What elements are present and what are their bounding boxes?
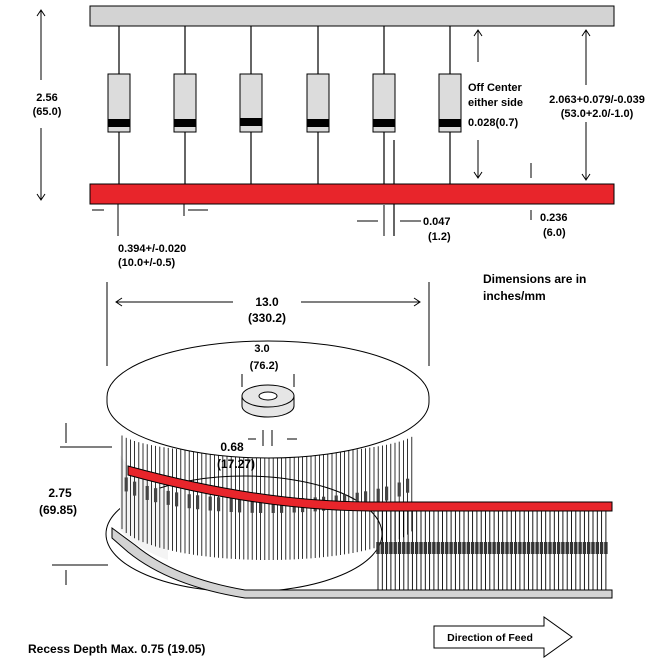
upper-flange-edge (106, 397, 430, 459)
reel-width-mm: (69.85) (39, 503, 77, 517)
body-spacing-dimension: 2.063+0.079/-0.039 (53.0+2.0/-1.0) (549, 29, 645, 181)
component-body (306, 73, 330, 133)
pitch-dimension: 0.394+/-0.020 (10.0+/-0.5) (92, 204, 208, 269)
off-center-line3: 0.028(0.7) (468, 117, 518, 129)
component (306, 26, 330, 184)
component (239, 26, 263, 184)
hub-dimension: 3.0 (76.2) (241, 343, 295, 387)
arbor-dimension: 0.68 (17.27) (217, 430, 297, 471)
tape-section: 2.56 (65.0) Off Center either side 0.028… (33, 5, 645, 303)
reel-diameter-dimension: 13.0 (330.2) (106, 282, 430, 366)
outgoing-components (376, 511, 608, 590)
tape-width-mm: (6.0) (543, 227, 566, 239)
reel-section: 13.0 (330.2) 3.0 (76.2) (28, 282, 613, 658)
units-note-line2: inches/mm (483, 289, 546, 303)
lead-diameter-dimension: 0.047 (1.2) (357, 205, 451, 243)
cathode-band (240, 118, 262, 126)
recess-depth-note: Recess Depth Max. 0.75 (19.05) (28, 642, 205, 656)
feed-direction-arrow: Direction of Feed (433, 616, 573, 658)
off-center-dimension: Off Center either side 0.028(0.7) (468, 29, 523, 179)
component (173, 26, 197, 184)
component (372, 26, 396, 184)
top-tape (89, 5, 615, 27)
cathode-band (307, 119, 329, 127)
height-mm: (65.0) (33, 106, 62, 118)
component (107, 26, 131, 184)
tape-width-inch: 0.236 (540, 212, 568, 224)
component-body (107, 73, 131, 133)
arbor-mm: (17.27) (217, 457, 255, 471)
body-spacing-inch: 2.063+0.079/-0.039 (549, 94, 645, 106)
component-body (372, 73, 396, 133)
hub-inch: 3.0 (254, 343, 269, 355)
reel-diameter-mm: (330.2) (248, 311, 286, 325)
component-body (173, 73, 197, 133)
arbor-hole (258, 391, 278, 401)
component-body (438, 73, 462, 133)
pitch-inch: 0.394+/-0.020 (118, 243, 186, 255)
lead-dia-inch: 0.047 (423, 216, 451, 228)
reel-diameter-inch: 13.0 (255, 295, 279, 309)
bottom-tape (89, 183, 615, 205)
pitch-mm: (10.0+/-0.5) (118, 257, 176, 269)
component (438, 26, 462, 184)
tape-width-dimension: 0.236 (6.0) (530, 163, 568, 239)
arbor-inch: 0.68 (220, 440, 244, 454)
axial-components (107, 26, 462, 236)
red-lead-tape (127, 465, 613, 512)
cathode-band (439, 119, 461, 127)
reel-width-dimension: 2.75 (69.85) (39, 423, 112, 585)
off-center-line1: Off Center (468, 82, 523, 94)
cathode-band (174, 119, 196, 127)
cathode-band (373, 119, 395, 127)
units-note-line1: Dimensions are in (483, 272, 586, 286)
body-spacing-mm: (53.0+2.0/-1.0) (561, 108, 634, 120)
hub (241, 384, 295, 418)
feed-direction-label: Direction of Feed (447, 632, 533, 644)
hub-mm: (76.2) (250, 360, 279, 372)
lead-dia-mm: (1.2) (428, 231, 451, 243)
height-inch: 2.56 (36, 92, 57, 104)
gray-lead-tape (111, 527, 613, 599)
off-center-line2: either side (468, 97, 523, 109)
height-dimension: 2.56 (65.0) (33, 9, 62, 201)
reel-width-inch: 2.75 (48, 486, 72, 500)
cathode-band (108, 119, 130, 127)
component-body (239, 73, 263, 133)
